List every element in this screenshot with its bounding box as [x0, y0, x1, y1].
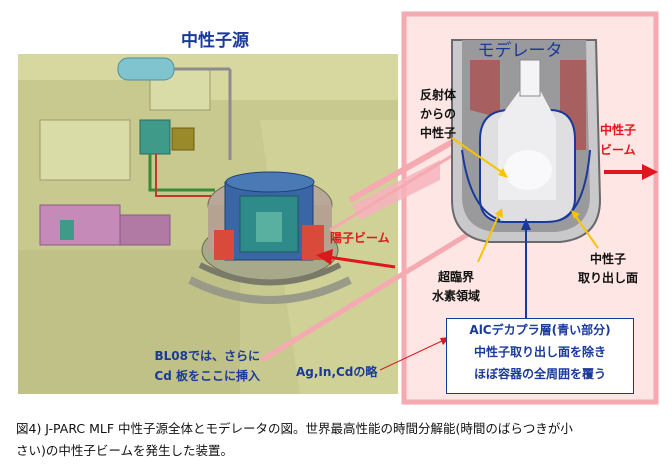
info-box-line3: ほぼ容器の全周囲を覆う [473, 367, 606, 381]
extraction-label-line2: 取り出し面 [578, 271, 639, 285]
moderator-title: モデレータ [477, 41, 563, 61]
neutron-source-title: 中性子源 [181, 31, 249, 51]
neutron-beam-label-line2: ビーム [600, 143, 636, 157]
neutron-beam-arrow [604, 164, 658, 180]
caption-line1: 図4) J-PARC MLF 中性子源全体とモデレータの図。世界最高性能の時間分… [16, 421, 573, 436]
bl08-note-line1: BL08では、さらに [154, 349, 261, 363]
reflector-label-line3: 中性子 [420, 126, 457, 140]
proton-beam-label: 陽子ビーム [330, 231, 390, 245]
info-pointer [521, 218, 531, 318]
proton-beam-arrow [316, 249, 396, 269]
ag-in-cd-note: Ag,In,Cdの略 [296, 365, 378, 379]
extraction-surface-label: 中性子 取り出し面 [578, 250, 638, 288]
decoupler-info-box: AlCデカプラ層(青い部分) 中性子取り出し面を除き ほぼ容器の全周囲を覆う [446, 318, 634, 394]
moderator-vessel [451, 39, 602, 243]
extraction-label-line1: 中性子 [590, 252, 627, 266]
supercritical-label-line2: 水素領域 [432, 289, 481, 303]
reflector-label-line2: からの [420, 107, 457, 121]
bl08-note-line2: Cd 板をここに挿入 [154, 369, 260, 383]
info-box-line2: 中性子取り出し面を除き [473, 345, 606, 359]
supercritical-label-line1: 超臨界 [438, 270, 475, 284]
caption-line2: さい)の中性子ビームを発生した装置。 [16, 443, 234, 458]
reflector-label-line1: 反射体 [420, 88, 457, 102]
neutron-beam-label-line1: 中性子 [600, 123, 637, 137]
info-box-line1: AlCデカプラ層(青い部分) [469, 323, 611, 337]
supercritical-hydrogen-label: 超臨界 水素領域 [432, 268, 480, 306]
figure-caption: 図4) J-PARC MLF 中性子源全体とモデレータの図。世界最高性能の時間分… [16, 418, 666, 462]
facility-illustration [18, 54, 398, 394]
reflector-label: 反射体 からの 中性子 [420, 86, 456, 143]
pointer-arrows [451, 137, 599, 263]
bl08-note: BL08では、さらに Cd 板をここに挿入 [150, 346, 260, 386]
neutron-beam-label: 中性子 ビーム [600, 120, 636, 160]
